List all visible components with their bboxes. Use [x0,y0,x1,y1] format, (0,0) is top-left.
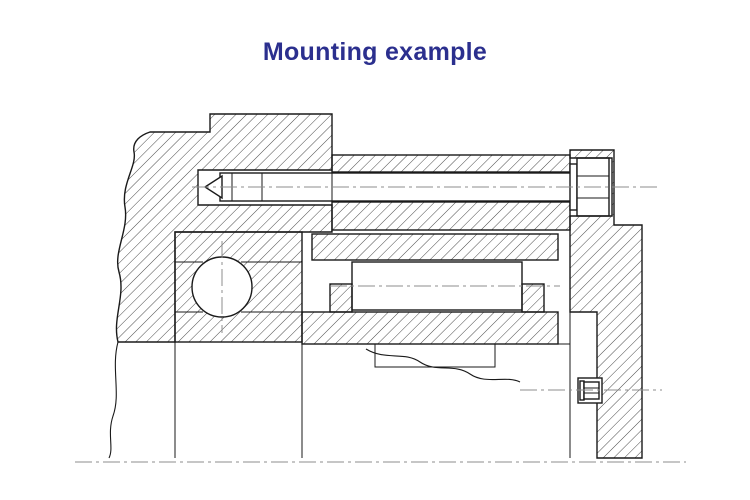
sleeve-bottom [301,311,559,345]
seal-ring-right [521,283,545,313]
lower-shaft-body [174,342,571,458]
shaft-break-line [365,348,521,383]
shaft-sleeve-section [301,233,559,345]
ball-bearing [174,231,303,343]
seal-ring-left [329,283,353,313]
clamp-ring-top [311,233,559,261]
centerlines [75,186,686,463]
plate-below-bolt [331,201,571,231]
housing-break-line [108,341,119,459]
plate-above-bolt [331,154,571,173]
figure-title: Mounting example [262,38,488,66]
